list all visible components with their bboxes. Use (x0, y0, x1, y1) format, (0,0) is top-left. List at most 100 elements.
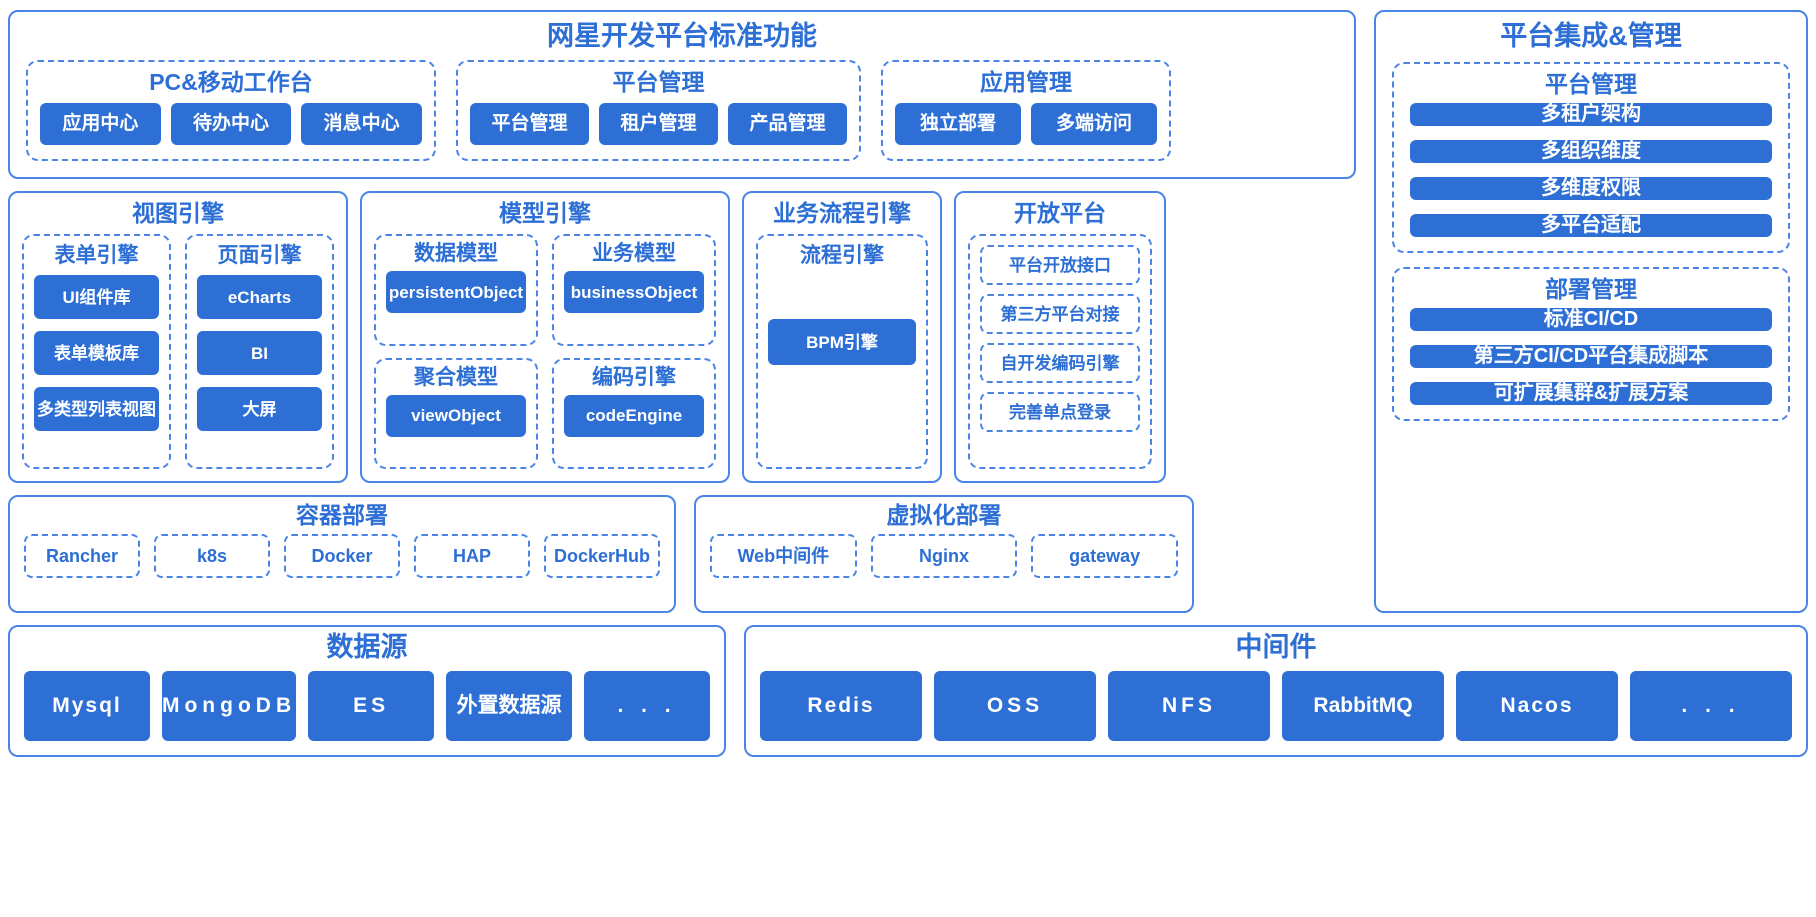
group-title: PC&移动工作台 (149, 68, 313, 95)
chip-business-object[interactable]: businessObject (564, 271, 704, 314)
chip-multi-dimension-permission[interactable]: 多维度权限 (1410, 176, 1772, 200)
chip-third-party-cicd-scripts[interactable]: 第三方CI/CD平台集成脚本 (1410, 345, 1772, 369)
chip-standalone-deploy[interactable]: 独立部署 (895, 102, 1021, 145)
chip-multi-type-list-view[interactable]: 多类型列表视图 (34, 387, 159, 432)
data-layer-row: 数据源 Mysql MongoDB ES 外置数据源 . . . 中间件 Red… (8, 624, 1808, 757)
subgroup-items: UI组件库 表单模板库 多类型列表视图 (34, 275, 159, 455)
group-items: 多租户架构 多组织维度 多维度权限 多平台适配 (1410, 102, 1772, 237)
chip-nfs[interactable]: NFS (1108, 670, 1270, 741)
cell-aggregate-model: 聚合模型 viewObject (374, 357, 538, 469)
chip-oss[interactable]: OSS (934, 670, 1096, 741)
chip-bpm-engine[interactable]: BPM引擎 (768, 319, 916, 366)
chip-scalable-cluster[interactable]: 可扩展集群&扩展方案 (1410, 382, 1772, 406)
chip-echarts[interactable]: eCharts (197, 275, 322, 320)
cell-title: 编码引擎 (592, 365, 676, 389)
chip-platform-open-api[interactable]: 平台开放接口 (980, 245, 1140, 286)
chip-multi-terminal-access[interactable]: 多端访问 (1031, 102, 1157, 145)
datasource-panel: 数据源 Mysql MongoDB ES 外置数据源 . . . (8, 624, 726, 757)
view-engine-subgroups: 表单引擎 UI组件库 表单模板库 多类型列表视图 页面引擎 eCharts (22, 234, 334, 469)
chip-mongodb[interactable]: MongoDB (161, 670, 297, 741)
chip-self-developed-code-engine[interactable]: 自开发编码引擎 (980, 343, 1140, 384)
chip-multi-organization-dimension[interactable]: 多组织维度 (1410, 139, 1772, 163)
group-application-management: 应用管理 独立部署 多端访问 (881, 59, 1171, 161)
group-title: 平台管理 (1545, 70, 1637, 97)
chip-form-template-library[interactable]: 表单模板库 (34, 331, 159, 376)
chip-single-sign-on[interactable]: 完善单点登录 (980, 392, 1140, 433)
virtualization-deployment-items: Web中间件 Nginx gateway (710, 534, 1179, 579)
group-title: 平台管理 (612, 68, 705, 95)
chip-nacos[interactable]: Nacos (1456, 670, 1618, 741)
chip-k8s[interactable]: k8s (154, 534, 270, 579)
subgroup-items: eCharts BI 大屏 (197, 275, 322, 455)
chip-ui-component-library[interactable]: UI组件库 (34, 275, 159, 320)
chip-platform-management[interactable]: 平台管理 (470, 102, 589, 145)
container-deployment-panel: 容器部署 Rancher k8s Docker HAP DockerHub (8, 494, 676, 613)
open-platform-panel: 开放平台 平台开放接口 第三方平台对接 自开发编码引擎 完善单点登录 (954, 190, 1166, 483)
chip-persistent-object[interactable]: persistentObject (386, 271, 526, 314)
chip-standard-cicd[interactable]: 标准CI/CD (1410, 308, 1772, 332)
flow-engine-subtitle: 流程引擎 (800, 244, 884, 268)
model-engine-title: 模型引擎 (499, 199, 591, 226)
chip-es[interactable]: ES (308, 670, 435, 741)
chip-multi-tenant-architecture[interactable]: 多租户架构 (1410, 102, 1772, 126)
chip-redis[interactable]: Redis (760, 670, 922, 741)
group-items: 独立部署 多端访问 (895, 102, 1157, 145)
middleware-title: 中间件 (1235, 631, 1317, 662)
chip-todo-center[interactable]: 待办中心 (170, 102, 292, 145)
chip-rancher[interactable]: Rancher (24, 534, 140, 579)
chip-tenant-management[interactable]: 租户管理 (599, 102, 718, 145)
chip-dockerhub[interactable]: DockerHub (544, 534, 660, 579)
subgroup-form-engine: 表单引擎 UI组件库 表单模板库 多类型列表视图 (22, 234, 171, 469)
cell-code-engine: 编码引擎 codeEngine (552, 357, 716, 469)
chip-app-center[interactable]: 应用中心 (40, 102, 161, 145)
chip-hap[interactable]: HAP (414, 534, 530, 579)
standard-functions-title: 网星开发平台标准功能 (547, 21, 817, 51)
chip-third-party-integration[interactable]: 第三方平台对接 (980, 294, 1140, 335)
engines-row: 视图引擎 表单引擎 UI组件库 表单模板库 多类型列表视图 页面引擎 (8, 190, 1356, 483)
chip-product-management[interactable]: 产品管理 (728, 102, 847, 145)
container-deployment-items: Rancher k8s Docker HAP DockerHub (24, 534, 660, 579)
chip-datasource-more[interactable]: . . . (584, 670, 711, 741)
chip-multi-platform-adaptation[interactable]: 多平台适配 (1410, 213, 1772, 237)
top-section: 网星开发平台标准功能 PC&移动工作台 应用中心 待办中心 消息中心 平台管理 (8, 10, 1808, 613)
deployment-row: 容器部署 Rancher k8s Docker HAP DockerHub 虚拟… (8, 494, 1356, 613)
chip-gateway[interactable]: gateway (1031, 534, 1179, 579)
subgroup-title: 页面引擎 (217, 244, 302, 268)
cell-data-model: 数据模型 persistentObject (374, 234, 538, 346)
open-platform-items: 平台开放接口 第三方平台对接 自开发编码引擎 完善单点登录 (968, 234, 1152, 469)
view-engine-panel: 视图引擎 表单引擎 UI组件库 表单模板库 多类型列表视图 页面引擎 (8, 190, 348, 483)
chip-view-object[interactable]: viewObject (386, 394, 526, 437)
chip-mysql[interactable]: Mysql (24, 670, 150, 741)
chip-rabbitmq[interactable]: RabbitMQ (1282, 670, 1444, 741)
chip-docker[interactable]: Docker (284, 534, 400, 579)
model-engine-panel: 模型引擎 数据模型 persistentObject 业务模型 business… (360, 190, 730, 483)
model-engine-grid: 数据模型 persistentObject 业务模型 businessObjec… (374, 234, 716, 469)
group-items: 平台管理 租户管理 产品管理 (470, 102, 847, 145)
group-title: 部署管理 (1545, 275, 1637, 302)
group-deployment-management: 部署管理 标准CI/CD 第三方CI/CD平台集成脚本 可扩展集群&扩展方案 (1392, 266, 1790, 422)
model-engine-row: 聚合模型 viewObject 编码引擎 codeEngine (374, 357, 716, 469)
cell-business-model: 业务模型 businessObject (552, 234, 716, 346)
platform-integration-title: 平台集成&管理 (1500, 21, 1682, 51)
standard-functions-groups: PC&移动工作台 应用中心 待办中心 消息中心 平台管理 平台管理 租户管理 产… (26, 59, 1338, 161)
model-engine-row: 数据模型 persistentObject 业务模型 businessObjec… (374, 234, 716, 346)
chip-message-center[interactable]: 消息中心 (301, 102, 423, 145)
group-platform-management-right: 平台管理 多租户架构 多组织维度 多维度权限 多平台适配 (1392, 61, 1790, 253)
chip-large-screen[interactable]: 大屏 (197, 387, 322, 432)
chip-nginx[interactable]: Nginx (870, 534, 1018, 579)
chip-external-datasource[interactable]: 外置数据源 (446, 670, 573, 741)
group-platform-management: 平台管理 平台管理 租户管理 产品管理 (456, 59, 861, 161)
container-deployment-title: 容器部署 (296, 501, 388, 528)
business-flow-engine-title: 业务流程引擎 (773, 199, 911, 226)
subgroup-page-engine: 页面引擎 eCharts BI 大屏 (185, 234, 334, 469)
chip-bi[interactable]: BI (197, 331, 322, 376)
right-column: 平台集成&管理 平台管理 多租户架构 多组织维度 多维度权限 多平台适配 部署管… (1374, 10, 1808, 613)
open-platform-title: 开放平台 (1014, 199, 1106, 226)
group-items: 应用中心 待办中心 消息中心 (40, 102, 423, 145)
chip-code-engine[interactable]: codeEngine (564, 394, 704, 437)
chip-middleware-more[interactable]: . . . (1630, 670, 1792, 741)
chip-web-middleware[interactable]: Web中间件 (710, 534, 857, 579)
virtualization-deployment-panel: 虚拟化部署 Web中间件 Nginx gateway (694, 494, 1194, 613)
group-items: 标准CI/CD 第三方CI/CD平台集成脚本 可扩展集群&扩展方案 (1410, 308, 1772, 406)
